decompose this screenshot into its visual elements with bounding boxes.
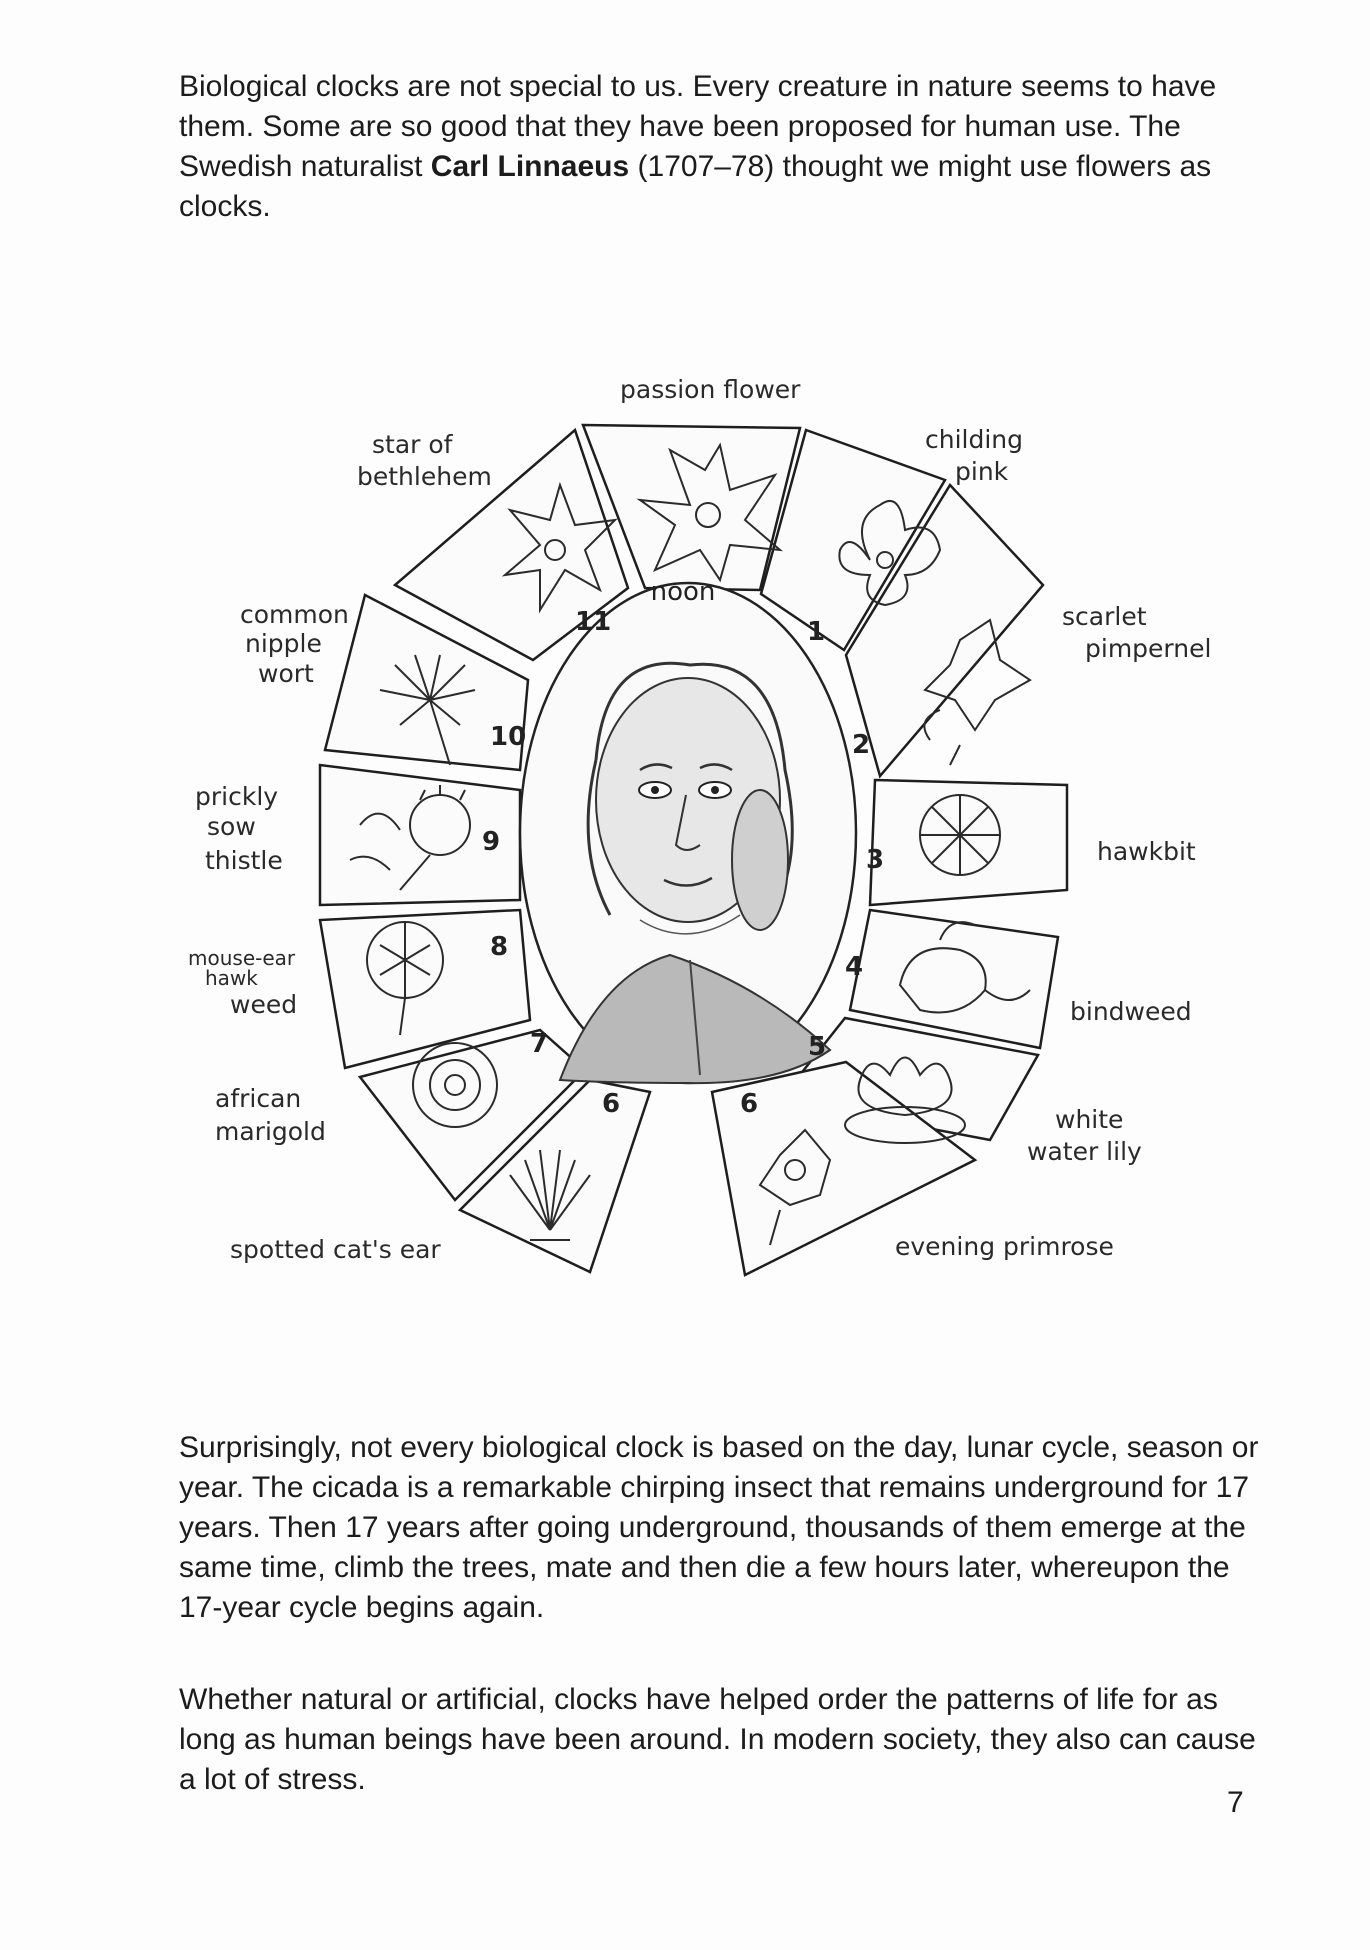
label-spotted-cats-ear: spotted cat's ear <box>230 1235 441 1264</box>
label-mouse-ear-hawkweed-line1: mouse-ear <box>188 946 296 970</box>
hour-9: 9 <box>482 827 500 857</box>
label-scarlet-pimpernel-line2: pimpernel <box>1085 634 1211 663</box>
hour-6-left: 6 <box>602 1089 620 1119</box>
hour-labels: noon 1 2 3 4 5 6 6 7 8 9 10 11 <box>482 577 884 1119</box>
hour-3: 3 <box>866 845 884 875</box>
bindweed-sketch <box>898 921 1031 1014</box>
intro-paragraph: Biological clocks are not special to us.… <box>179 67 1259 227</box>
hour-1: 1 <box>807 617 825 647</box>
hour-11: 11 <box>575 607 611 637</box>
hour-7: 7 <box>530 1029 548 1059</box>
label-hawkbit: hawkbit <box>1097 837 1196 866</box>
hour-2: 2 <box>852 730 870 760</box>
page-number: 7 <box>1227 1786 1244 1819</box>
flower-sketches <box>349 442 1032 1246</box>
linnaeus-name: Carl Linnaeus <box>430 150 630 183</box>
common-nipplewort-sketch <box>379 654 476 766</box>
mouse-ear-hawkweed-sketch <box>366 921 444 1036</box>
white-water-lily-sketch <box>844 1056 966 1144</box>
label-african-marigold-line2: marigold <box>215 1117 326 1146</box>
segment-11 <box>392 427 630 662</box>
label-common-nipplewort-line1: common <box>240 600 349 629</box>
scarlet-pimpernel-sketch <box>923 618 1032 766</box>
segment-8 <box>318 908 532 1070</box>
label-mouse-ear-hawkweed-line3: weed <box>230 990 297 1019</box>
label-prickly-sow-thistle-line3: thistle <box>205 846 283 875</box>
hour-5: 5 <box>808 1032 826 1062</box>
hour-4: 4 <box>845 952 863 982</box>
intro-text-before: Biological clocks are not special to us.… <box>179 70 1217 183</box>
label-star-of-bethlehem-line1: star of <box>372 430 454 459</box>
label-mouse-ear-hawkweed-line2: hawk <box>205 966 258 990</box>
label-common-nipplewort-line3: wort <box>258 659 314 688</box>
hour-6-right: 6 <box>740 1089 758 1119</box>
linnaeus-portrait <box>518 581 858 1085</box>
evening-primrose-sketch <box>758 1128 832 1246</box>
segment-1 <box>759 428 947 652</box>
label-scarlet-pimpernel-line1: scarlet <box>1062 602 1147 631</box>
segment-10 <box>323 593 530 772</box>
star-of-bethlehem-sketch <box>501 481 618 614</box>
label-african-marigold-line1: african <box>215 1084 301 1113</box>
intro-text-after: (1707–78) thought we might use flowers a… <box>179 150 1212 223</box>
hour-8: 8 <box>490 932 508 962</box>
label-prickly-sow-thistle-line1: prickly <box>195 782 278 811</box>
label-star-of-bethlehem-line2: bethlehem <box>357 462 492 491</box>
label-prickly-sow-thistle-line2: sow <box>207 812 256 841</box>
segment-2 <box>844 482 1045 779</box>
spotted-cats-ear-sketch <box>509 1149 591 1241</box>
segment-4 <box>848 908 1060 1050</box>
label-white-water-lily-line2: water lily <box>1027 1137 1142 1166</box>
segment-noon <box>581 423 802 592</box>
segment-6-left <box>457 1078 652 1274</box>
flower-labels: passion flower childing pink scarlet pim… <box>188 375 1211 1264</box>
clock-ring <box>318 423 1069 1277</box>
label-childing-pink-line1: childing <box>925 425 1023 454</box>
childing-pink-sketch <box>838 499 942 607</box>
hour-noon: noon <box>651 577 716 607</box>
prickly-sow-thistle-sketch <box>349 785 471 891</box>
label-bindweed: bindweed <box>1070 997 1192 1026</box>
hour-10: 10 <box>490 722 526 752</box>
hawkbit-sketch <box>919 794 1001 876</box>
african-marigold-sketch <box>412 1042 498 1128</box>
passion-flower-sketch <box>636 442 784 583</box>
label-passion-flower: passion flower <box>620 375 801 404</box>
label-evening-primrose: evening primrose <box>895 1232 1114 1261</box>
label-childing-pink-line2: pink <box>955 457 1009 486</box>
label-common-nipplewort-line2: nipple <box>245 629 322 658</box>
label-white-water-lily-line1: white <box>1055 1105 1123 1134</box>
closing-paragraph: Whether natural or artificial, clocks ha… <box>179 1683 1256 1796</box>
segment-7 <box>357 1028 587 1202</box>
cicada-paragraph: Surprisingly, not every biological clock… <box>179 1431 1259 1624</box>
